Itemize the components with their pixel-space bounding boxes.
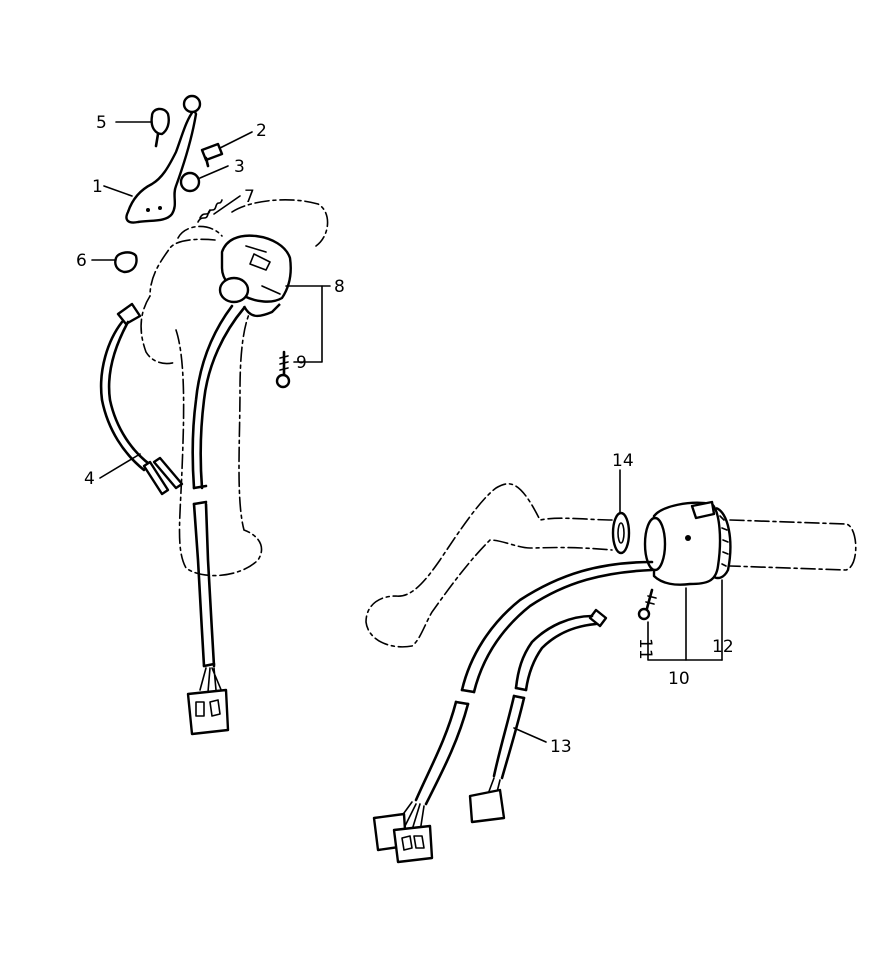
part-4-lead-wire	[99, 302, 184, 496]
callout-9: 9	[296, 353, 307, 373]
part-13-brake-switch-lead	[468, 608, 608, 824]
callout-10: 10	[668, 669, 690, 689]
part-11-screw	[637, 588, 657, 621]
part-14-ring	[611, 511, 631, 555]
part-6-cap	[114, 251, 138, 274]
part-2-bolt	[200, 142, 224, 168]
callout-6: 6	[76, 251, 87, 271]
left-handlebar-ghost	[140, 199, 329, 577]
callouts: 1 2 3 4 5 6 7 8 9 10 11 12 13 14	[76, 113, 734, 757]
part-1-lever	[125, 94, 202, 224]
part-3-nut	[179, 171, 201, 193]
callout-2: 2	[256, 121, 267, 141]
callout-12: 12	[712, 637, 734, 657]
part-9-screw	[275, 350, 291, 389]
part-5-bolt	[150, 107, 170, 148]
part-8-left-switch	[218, 234, 292, 318]
callout-13: 13	[550, 737, 572, 757]
left-switch-harness	[186, 304, 246, 736]
callout-8: 8	[334, 277, 345, 297]
part-10-right-switch	[643, 500, 722, 586]
callout-4: 4	[84, 469, 95, 489]
callout-11: 11	[635, 638, 655, 660]
callout-1: 1	[92, 177, 103, 197]
leader-lines	[91, 121, 723, 743]
callout-7: 7	[244, 187, 255, 207]
callout-5: 5	[96, 113, 107, 133]
right-switch-harness	[372, 560, 654, 864]
right-handlebar-ghost	[365, 483, 857, 648]
part-7-spring	[197, 199, 223, 223]
callout-3: 3	[234, 157, 245, 177]
callout-14: 14	[612, 451, 634, 471]
